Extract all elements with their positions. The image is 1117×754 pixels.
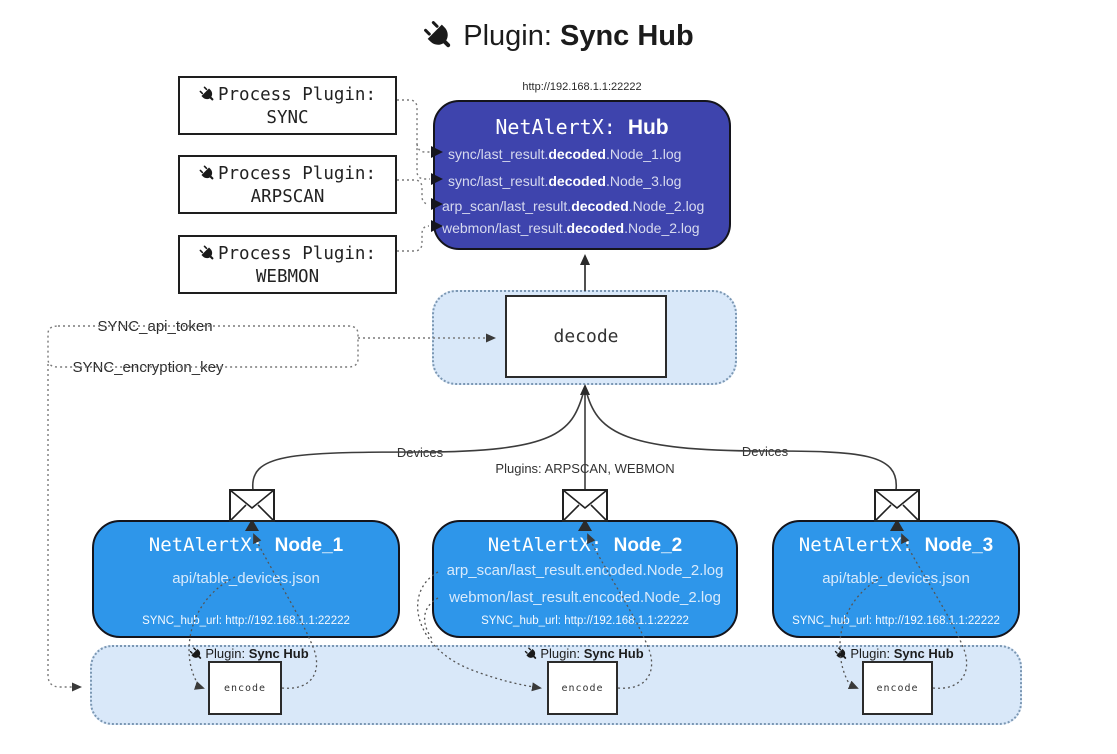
plug-icon bbox=[834, 647, 847, 659]
node-title: NetAlertX: Node_1 bbox=[148, 534, 344, 556]
hub-box: NetAlertX: Hub sync/last_result.decoded.… bbox=[433, 100, 731, 250]
plugins-center-label: Plugins: ARPSCAN, WEBMON bbox=[491, 461, 679, 476]
hub-title-prefix: NetAlertX: bbox=[495, 115, 628, 139]
decode-box: decode bbox=[505, 295, 667, 378]
node-2-box: NetAlertX: Node_2 arp_scan/last_result.e… bbox=[432, 520, 738, 638]
node-title: NetAlertX: Node_3 bbox=[798, 534, 994, 556]
node-file: webmon/last_result.encoded.Node_2.log bbox=[449, 589, 721, 606]
node-title: NetAlertX: Node_2 bbox=[487, 534, 683, 556]
encode-box: encode bbox=[208, 661, 282, 715]
node-hub-url: SYNC_hub_url: http://192.168.1.1:22222 bbox=[481, 615, 689, 627]
plug-icon bbox=[189, 647, 202, 659]
process-plugin-label: Process Plugin: bbox=[217, 85, 377, 105]
devices-right-label: Devices bbox=[737, 444, 793, 459]
sync-api-token-label: SYNC_api_token bbox=[94, 318, 216, 335]
plugin-to-hub-links bbox=[397, 99, 430, 252]
sync-encryption-key-label: SYNC_encryption_key bbox=[69, 359, 227, 376]
process-plugin-label: Process Plugin: bbox=[217, 244, 377, 264]
plug-icon bbox=[424, 21, 451, 48]
title-prefix: Plugin: bbox=[463, 20, 552, 52]
process-plugin-webmon-box: Process Plugin: WEBMON bbox=[178, 235, 397, 294]
node-3-box: NetAlertX: Node_3 api/table_devices.json… bbox=[772, 520, 1020, 638]
hub-url-label: http://192.168.1.1:22222 bbox=[519, 81, 645, 93]
process-plugin-label: Process Plugin: bbox=[217, 164, 377, 184]
devices-left-label: Devices bbox=[392, 445, 448, 460]
encode-box: encode bbox=[862, 661, 933, 715]
hub-log-line: arp_scan/last_result.decoded.Node_2.log bbox=[442, 198, 705, 214]
process-plugin-arpscan-box: Process Plugin: ARPSCAN bbox=[178, 155, 397, 214]
hub-log-line: webmon/last_result.decoded.Node_2.log bbox=[442, 220, 700, 236]
node-file: api/table_devices.json bbox=[172, 570, 320, 587]
encode-box: encode bbox=[547, 661, 618, 715]
hub-log-line: sync/last_result.decoded.Node_3.log bbox=[448, 173, 682, 189]
plug-icon bbox=[199, 245, 214, 260]
node-hub-url: SYNC_hub_url: http://192.168.1.1:22222 bbox=[142, 615, 350, 627]
node-hub-url: SYNC_hub_url: http://192.168.1.1:22222 bbox=[792, 615, 1000, 627]
hub-log-line: sync/last_result.decoded.Node_1.log bbox=[448, 146, 682, 162]
encoder-plugin-label: Plugin: Sync Hub bbox=[834, 646, 954, 661]
page-title: Plugin: Sync Hub bbox=[0, 20, 1117, 53]
process-plugin-name: SYNC bbox=[266, 108, 309, 128]
hub-title: NetAlertX: Hub bbox=[435, 115, 729, 140]
plug-icon bbox=[199, 165, 214, 180]
node-file: arp_scan/last_result.encoded.Node_2.log bbox=[446, 562, 724, 579]
node-1-box: NetAlertX: Node_1 api/table_devices.json… bbox=[92, 520, 400, 638]
node-file: api/table_devices.json bbox=[822, 570, 970, 587]
plug-icon bbox=[524, 647, 537, 659]
encoder-plugin-label: Plugin: Sync Hub bbox=[189, 646, 309, 661]
process-plugin-sync-box: Process Plugin: SYNC bbox=[178, 76, 397, 135]
process-plugin-name: ARPSCAN bbox=[250, 187, 325, 207]
hub-title-name: Hub bbox=[627, 116, 669, 139]
title-name: Sync Hub bbox=[559, 20, 694, 52]
plug-icon bbox=[199, 86, 214, 101]
encoder-plugin-label: Plugin: Sync Hub bbox=[524, 646, 644, 661]
process-plugin-name: WEBMON bbox=[255, 267, 320, 287]
envelope-icon bbox=[229, 489, 920, 522]
